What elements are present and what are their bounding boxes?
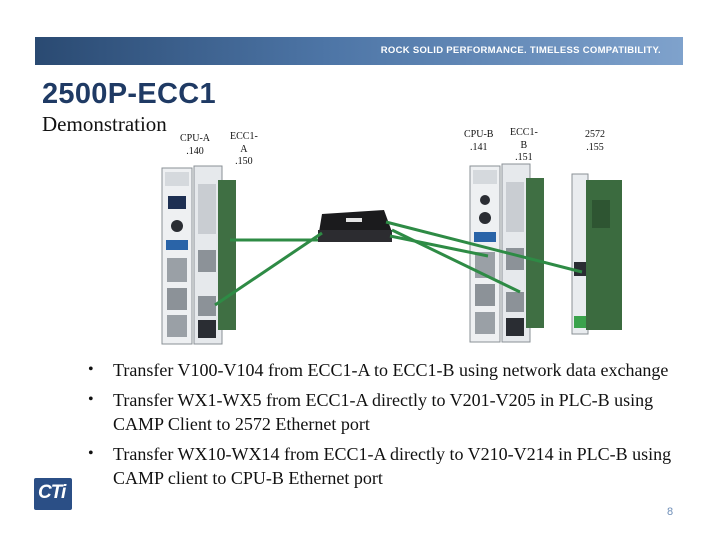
logo-text: CTi: [38, 482, 66, 503]
ecc1-a-module: [193, 165, 236, 345]
label-2572: 2572 .155: [585, 129, 605, 153]
cpu-a-module: [161, 167, 193, 345]
label-cpu-b: CPU-B .141: [464, 129, 494, 153]
ethernet-cables: [214, 220, 583, 307]
label-ecc1-b: ECC1- B .151: [510, 127, 538, 163]
bullet-item: Transfer V100-V104 from ECC1-A to ECC1-B…: [86, 358, 676, 382]
label-cpu-a: CPU-A .140: [180, 133, 211, 157]
ethernet-2572-module: [571, 173, 622, 335]
network-switch: [318, 210, 392, 242]
cti-logo: CTi: [34, 478, 72, 510]
bullet-item: Transfer WX1-WX5 from ECC1-A directly to…: [86, 388, 676, 436]
slide-subtitle: Demonstration: [42, 112, 167, 136]
slide-title: 2500P-ECC1: [42, 78, 216, 110]
network-diagram: [161, 163, 622, 345]
bullet-list: Transfer V100-V104 from ECC1-A to ECC1-B…: [86, 358, 676, 496]
banner-tagline: ROCK SOLID PERFORMANCE. TIMELESS COMPATI…: [380, 45, 661, 56]
page-number: 8: [667, 506, 674, 518]
label-ecc1-a: ECC1- A .150: [230, 131, 258, 167]
header-banner: ROCK SOLID PERFORMANCE. TIMELESS COMPATI…: [35, 37, 683, 65]
bullet-item: Transfer WX10-WX14 from ECC1-A directly …: [86, 442, 676, 490]
